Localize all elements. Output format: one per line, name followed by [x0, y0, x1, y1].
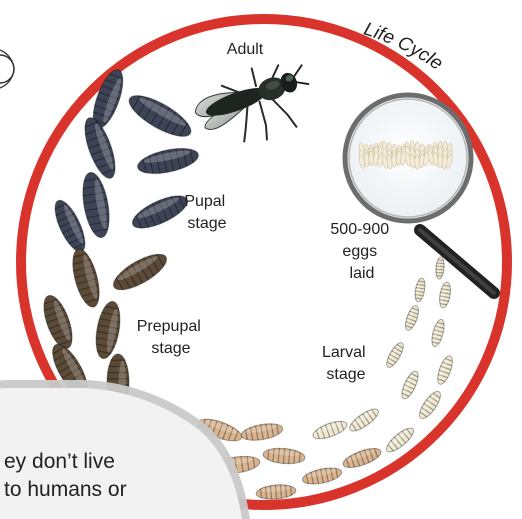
egg: [392, 153, 397, 167]
egg: [415, 155, 420, 169]
egg: [369, 151, 374, 165]
adult-label: Adult: [227, 41, 264, 58]
callout-line-2: to humans or: [4, 478, 127, 501]
callout-line-1: ey don’t live: [4, 450, 115, 473]
egg: [438, 154, 443, 168]
offscreen-circle-fragment: [0, 55, 14, 83]
